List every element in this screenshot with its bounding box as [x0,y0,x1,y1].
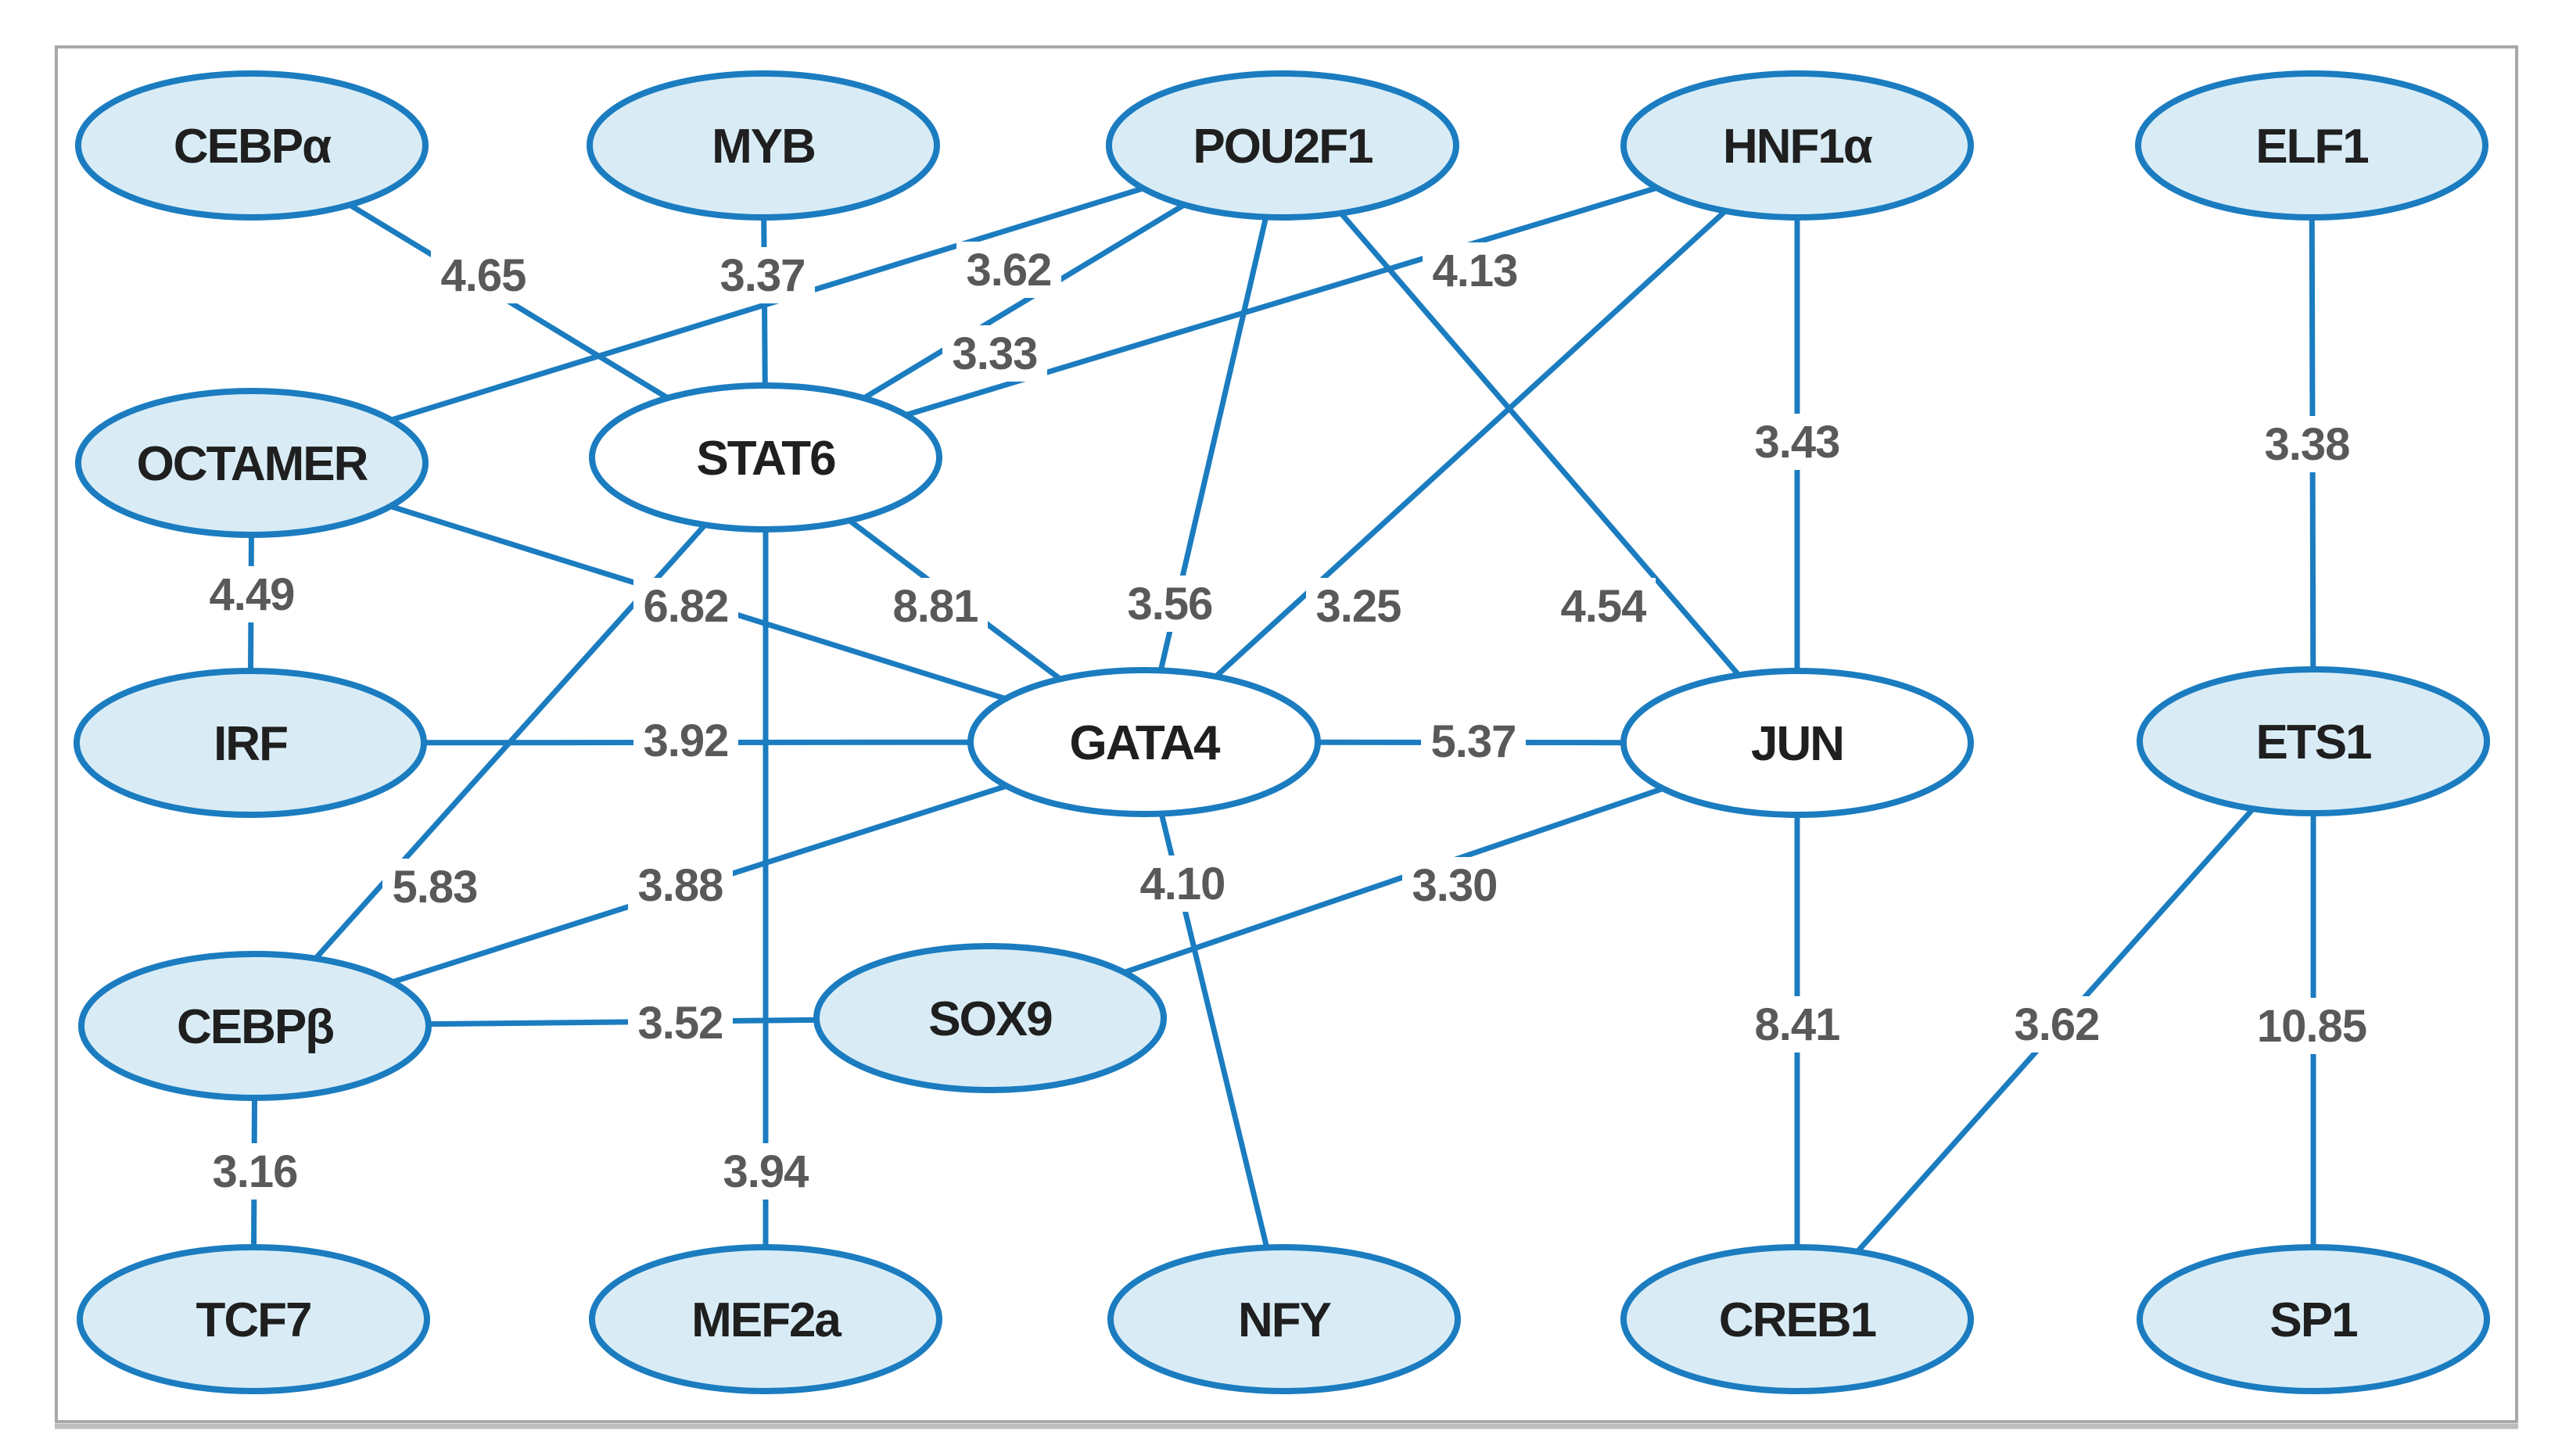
edge-weight-bg-IRF-GATA4 [633,712,738,769]
edge-weight-bg-STAT6-GATA4 [883,578,988,634]
node-label-OCTAMER: OCTAMER [137,437,368,491]
edge-weight-STAT6-GATA4: 8.81 [893,581,978,632]
node-MYB [587,70,940,221]
node-ELF1 [2135,70,2488,221]
node-SP1 [2137,1244,2490,1394]
edge-weight-bg-POU2F1-GATA4 [1118,576,1222,632]
edge-weight-HNF1a-GATA4: 3.25 [1316,581,1401,632]
node-CEBPb [78,951,432,1101]
edge-weight-STAT6-MEF2a: 3.94 [723,1146,809,1197]
edge-weight-IRF-GATA4: 3.92 [644,715,729,766]
edge-JUN-SOX9 [1121,785,1667,976]
edge-CEBPb-SOX9 [425,1017,820,1027]
node-label-CEBPa: CEBPα [174,120,332,174]
edge-weight-OCTAMER-IRF: 4.49 [210,569,295,620]
edge-weight-bg-GATA4-JUN [1421,713,1526,769]
node-MEF2a [589,1244,942,1394]
edge-weight-bg-ETS1-CREB1 [2004,996,2109,1053]
edge-weight-ELF1-ETS1: 3.38 [2265,419,2350,470]
node-label-CREB1: CREB1 [1719,1293,1876,1347]
node-label-CEBPb: CEBPβ [177,1000,333,1054]
edge-POU2F1-JUN [1338,210,1742,678]
node-label-GATA4: GATA4 [1070,716,1221,770]
edge-weight-bg-POU2F1-OCTAMER [956,242,1061,298]
edge-weight-POU2F1-GATA4: 3.56 [1128,579,1213,629]
node-label-POU2F1: POU2F1 [1193,120,1372,174]
edge-weight-bg-HNF1a-JUN [1745,414,1850,470]
diagram-frame [55,45,2518,1423]
edge-weight-bg-POU2F1-STAT6 [942,325,1047,382]
edge-POU2F1-STAT6 [861,202,1187,401]
node-label-IRF: IRF [214,717,287,771]
edge-weight-GATA4-CEBPb: 3.88 [638,860,723,911]
edge-weight-JUN-CREB1: 8.41 [1755,999,1840,1050]
edge-weight-HNF1a-STAT6: 4.13 [1433,246,1518,296]
edge-weight-JUN-SOX9: 3.30 [1412,860,1498,911]
node-label-MYB: MYB [712,120,815,174]
node-POU2F1 [1106,70,1459,221]
edge-weight-bg-OCTAMER-GATA4 [633,578,738,634]
node-TCF7 [77,1244,430,1394]
node-label-JUN: JUN [1751,717,1843,771]
node-label-SP1: SP1 [2270,1293,2357,1347]
edge-weight-bg-CEBPb-SOX9 [628,995,733,1051]
node-OCTAMER [75,388,429,538]
edge-weight-POU2F1-STAT6: 3.33 [953,328,1038,379]
edge-weight-bg-GATA4-CEBPb [628,857,733,913]
node-GATA4 [967,667,1321,817]
edge-weight-ETS1-CREB1: 3.62 [2015,999,2100,1050]
edge-weight-STAT6-CEBPb: 5.83 [393,862,478,913]
node-label-STAT6: STAT6 [696,432,835,486]
edge-weight-MYB-STAT6: 3.37 [720,250,806,301]
node-label-TCF7: TCF7 [196,1293,311,1347]
edge-weight-bg-JUN-SOX9 [1402,857,1507,913]
edge-weight-bg-MYB-STAT6 [710,247,815,303]
node-SOX9 [813,943,1167,1093]
node-IRF [74,668,427,818]
node-CREB1 [1620,1244,1974,1394]
edge-weight-bg-STAT6-MEF2a [713,1143,818,1200]
node-JUN [1620,668,1974,818]
node-STAT6 [589,382,942,533]
edge-POU2F1-OCTAMER [388,185,1146,423]
edge-weight-CEBPb-TCF7: 3.16 [213,1146,298,1197]
node-label-ELF1: ELF1 [2255,120,2368,174]
node-label-ETS1: ETS1 [2255,715,2371,769]
edge-weight-CEBPa-STAT6: 4.65 [441,250,526,301]
edge-weight-bg-OCTAMER-IRF [199,566,304,622]
node-CEBPa [75,70,429,221]
edge-weight-bg-HNF1a-GATA4 [1306,578,1411,634]
node-label-MEF2a: MEF2a [691,1293,841,1347]
edge-weight-bg-CEBPb-TCF7 [203,1143,307,1200]
edge-weight-GATA4-NFY: 4.10 [1140,859,1225,909]
edge-weight-ETS1-SP1: 10.85 [2257,1001,2366,1052]
node-label-HNF1a: HNF1α [1723,120,1873,174]
edge-weight-bg-ELF1-ETS1 [2255,416,2359,472]
edge-weight-bg-STAT6-CEBPb [382,859,487,915]
node-ETS1 [2137,666,2490,816]
edge-weight-POU2F1-OCTAMER: 3.62 [967,245,1052,296]
edge-weight-bg-JUN-CREB1 [1745,996,1850,1053]
edge-weight-GATA4-JUN: 5.37 [1431,716,1516,767]
node-label-SOX9: SOX9 [928,992,1052,1046]
edge-weight-CEBPb-SOX9: 3.52 [638,998,723,1049]
edge-weight-OCTAMER-GATA4: 6.82 [644,581,729,632]
edge-HNF1a-GATA4 [1213,208,1728,680]
edge-weight-bg-POU2F1-JUN [1551,578,1656,634]
edge-weight-HNF1a-JUN: 3.43 [1755,417,1840,468]
node-label-NFY: NFY [1238,1293,1332,1347]
node-HNF1a [1620,70,1974,221]
edge-weight-bg-GATA4-NFY [1130,855,1235,912]
edge-weight-bg-HNF1a-STAT6 [1423,242,1527,299]
edge-weight-POU2F1-JUN: 4.54 [1561,581,1647,632]
edge-weight-bg-ETS1-SP1 [2248,998,2376,1054]
edge-weight-bg-CEBPa-STAT6 [431,247,536,303]
node-NFY [1107,1244,1461,1394]
